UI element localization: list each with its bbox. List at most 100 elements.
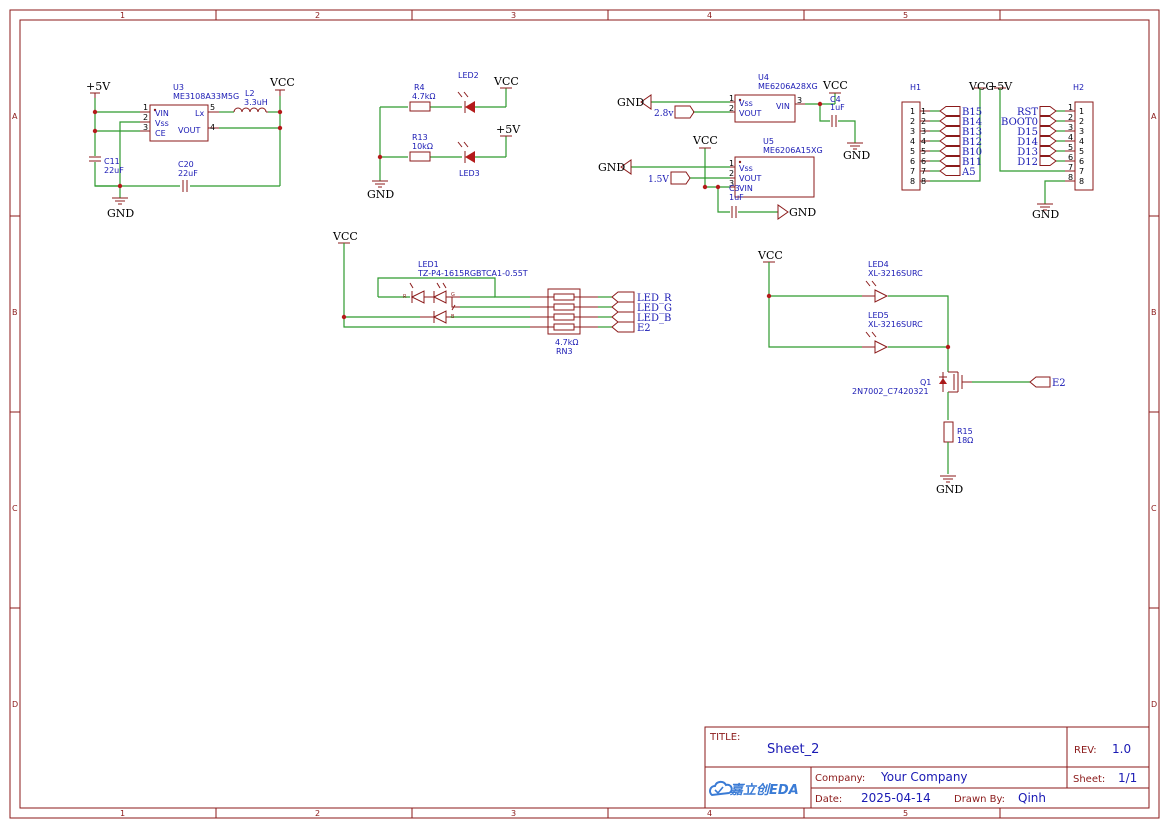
vcc-label: VCC <box>332 230 358 243</box>
u4-pinnum: 3 <box>797 96 802 105</box>
led5-ref: LED5 <box>868 311 889 320</box>
h1-pin-number-inner: 3 <box>921 127 926 136</box>
r15-value: 18Ω <box>957 436 973 445</box>
r15-ref: R15 <box>957 427 973 436</box>
h1-pin-number: 6 <box>910 157 915 166</box>
h2-pin-number-outer: 1 <box>1079 107 1084 116</box>
p5v-label: +5V <box>86 80 111 93</box>
row-label: D <box>1151 700 1157 709</box>
net-led-g: LED_G <box>637 303 672 314</box>
net-e2: E2 <box>637 323 651 334</box>
h2-header-section: H2 +5V GND <box>988 80 1094 221</box>
u3-pin-vin: VIN <box>155 109 169 118</box>
h2-pin-number: 1 <box>1068 103 1073 112</box>
vcc-label: VCC <box>757 249 783 262</box>
h2-pin-number: 8 <box>1068 173 1073 182</box>
l2-inductor <box>233 107 267 113</box>
u5-ref: U5 <box>763 137 774 146</box>
gnd-symbol <box>1037 203 1053 211</box>
h1-pin-number-inner: 7 <box>921 167 926 176</box>
u5-pin-vss: Vss <box>739 164 753 173</box>
q1-ref: Q1 <box>920 378 931 387</box>
h2-net-label: BOOT0 <box>1001 117 1038 128</box>
u4-ic-body <box>734 94 796 123</box>
cloud-logo-icon <box>709 780 733 797</box>
gnd-label: GND <box>789 206 816 219</box>
led2-diode-icon <box>457 91 475 113</box>
u3-pinnum: 2 <box>143 113 148 122</box>
u3-pinnum: 4 <box>210 123 215 132</box>
gnd-label: GND <box>367 188 394 201</box>
u3-boost-section: +5V VCC U3 ME3108A33M5G VIN Vss CE Lx VO… <box>86 76 295 220</box>
rgb-led-section: VCC LED1 TZ-P4-1615RGBTCA1-0.55T <box>332 230 672 356</box>
h2-net-label: D12 <box>1017 157 1038 168</box>
vcc-label: VCC <box>968 80 994 93</box>
h2-pin-number-outer: 8 <box>1079 177 1084 186</box>
drawn-label: Drawn By: <box>954 794 1005 805</box>
rgb-sub-r: R <box>403 294 407 300</box>
h1-pin-number: 5 <box>910 147 915 156</box>
gnd-symbol <box>847 142 863 150</box>
col-label: 4 <box>707 809 712 818</box>
h1-net-flag <box>939 146 961 156</box>
r13-resistor <box>409 151 431 162</box>
h2-pin-number: 4 <box>1068 133 1073 142</box>
rev-label: REV: <box>1074 745 1097 756</box>
u3-value: ME3108A33M5G <box>173 92 239 101</box>
led2-ref: LED2 <box>458 71 479 80</box>
u4-pin-vss: Vss <box>739 99 753 108</box>
h1-pin-number-inner: 6 <box>921 157 926 166</box>
l2-value: 3.3uH <box>244 98 268 107</box>
h2-pin-number: 3 <box>1068 123 1073 132</box>
row-label: C <box>1151 504 1157 513</box>
u3-pin-vout: VOUT <box>178 126 200 135</box>
h1-connector-body <box>901 101 921 191</box>
u3-pin-lx: Lx <box>195 109 204 118</box>
q1-value: 2N7002_C7420321 <box>852 387 929 396</box>
h2-pin-number-outer: 3 <box>1079 127 1084 136</box>
u3-pinnum: 3 <box>143 123 148 132</box>
rgb-net-flags <box>611 291 635 333</box>
r4-value: 4.7kΩ <box>412 92 435 101</box>
sheet-value: 1/1 <box>1118 771 1137 785</box>
u5-ldo-section: GND 1.5V VCC U5 ME6206A15XG Vss VOUT VIN… <box>598 134 823 220</box>
u4-ldo-section: GND 2.8v U4 ME6206A28XG Vss VOUT VIN 1 2… <box>617 73 870 162</box>
vcc-label: VCC <box>269 76 295 89</box>
u5-value: ME6206A15XG <box>763 146 823 155</box>
u4-value: ME6206A28XG <box>758 82 818 91</box>
h2-pin-number-outer: 5 <box>1079 147 1084 156</box>
gnd-label: GND <box>936 483 963 496</box>
h2-net-flag <box>1039 146 1057 156</box>
gnd-label: GND <box>843 149 870 162</box>
u5-pinnum: 2 <box>729 169 734 178</box>
h1-net-flag <box>939 116 961 126</box>
c11-value: 22uF <box>104 166 124 175</box>
c4-ref: C4 <box>830 95 841 104</box>
row-label: A <box>12 112 18 121</box>
h1-pin-number-inner: 1 <box>921 107 926 116</box>
logo-text: 嘉立创EDA <box>729 782 799 798</box>
company-label: Company: <box>815 773 865 784</box>
u3-pin-vss: Vss <box>155 119 169 128</box>
u5-pinnum: 1 <box>729 159 734 168</box>
title-label: TITLE: <box>709 732 740 743</box>
h1-ref: H1 <box>910 83 921 92</box>
row-label: B <box>12 308 18 317</box>
u5-ic-body <box>734 156 815 198</box>
h1-pin-number-inner: 5 <box>921 147 926 156</box>
drawn-value: Qinh <box>1018 791 1046 805</box>
h1-pin-number: 1 <box>910 107 915 116</box>
c4-capacitor <box>831 115 837 127</box>
led1-ref: LED1 <box>418 260 439 269</box>
h1-net-label: A5 <box>961 167 976 178</box>
col-label: 2 <box>315 809 320 818</box>
h1-net-label: B15 <box>962 107 982 118</box>
gnd-label: GND <box>598 161 625 174</box>
h2-net-label: D13 <box>1017 147 1038 158</box>
u5-net-label: 1.5V <box>648 175 669 185</box>
sheet-label: Sheet: <box>1073 774 1105 785</box>
title-block: TITLE: Sheet_2 REV: 1.0 Company: Your Co… <box>704 726 1150 809</box>
